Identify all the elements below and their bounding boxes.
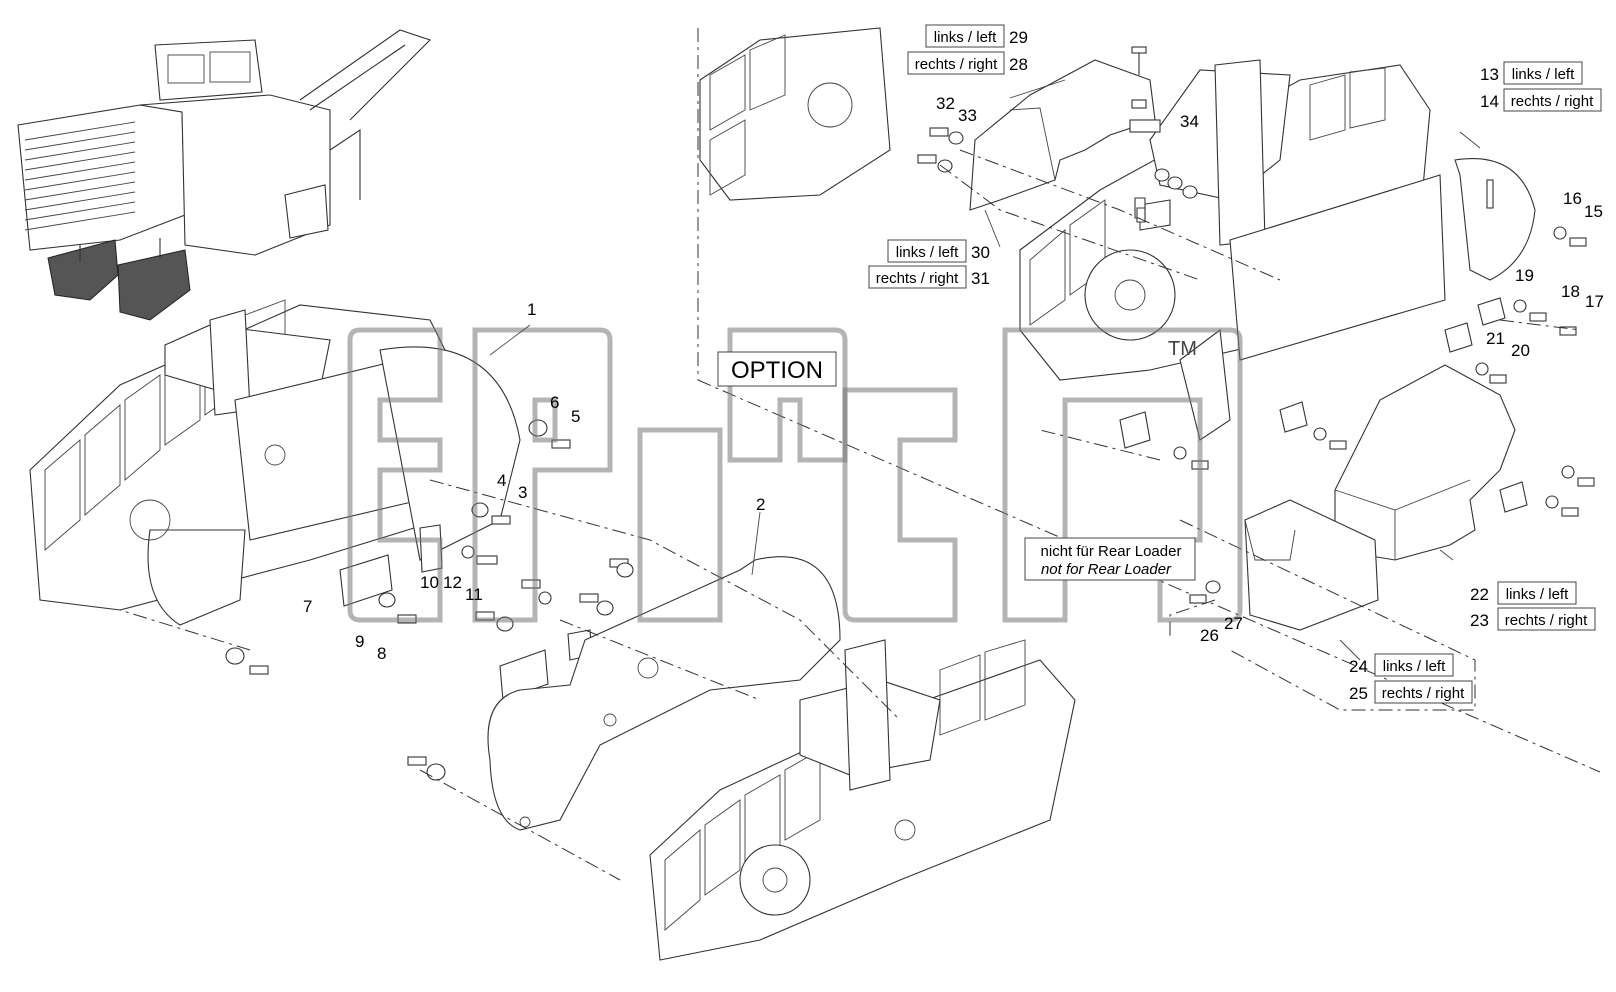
side-label-30: links / left 30: [887, 239, 990, 263]
callout-10: 10: [420, 573, 439, 592]
trademark-symbol: TM: [1168, 338, 1197, 360]
note-box: nicht für Rear Loader not for Rear Loade…: [1024, 537, 1196, 581]
callout-5: 5: [571, 407, 580, 426]
callout-18: 18: [1561, 282, 1580, 301]
note-line1: nicht für Rear Loader: [1041, 543, 1182, 560]
callout-16: 16: [1563, 189, 1582, 208]
svg-text:links / left: links / left: [1383, 658, 1446, 675]
side-label-14: 14 rechts / right: [1480, 88, 1602, 112]
callout-19: 19: [1515, 266, 1534, 285]
svg-text:22: 22: [1470, 585, 1489, 604]
bottom-track-assembly: [649, 639, 1076, 961]
svg-text:rechts / right: rechts / right: [1382, 685, 1465, 702]
callout-2: 2: [756, 495, 765, 514]
side-label-31: rechts / right 31: [868, 265, 990, 289]
side-label-24: 24 links / left: [1349, 653, 1454, 677]
svg-text:31: 31: [971, 269, 990, 288]
callout-17: 17: [1585, 292, 1604, 311]
leader-lines: [489, 79, 1481, 661]
small-cover-plates: [1119, 297, 1528, 513]
svg-text:30: 30: [971, 243, 990, 262]
note-line2: not for Rear Loader: [1041, 561, 1172, 578]
watermark-logo: TM: [347, 327, 1243, 623]
callout-1: 1: [527, 300, 536, 319]
callout-7: 7: [303, 597, 312, 616]
top-track-fragment: [699, 27, 891, 201]
svg-text:links / left: links / left: [934, 29, 997, 46]
callout-34: 34: [1180, 112, 1199, 131]
side-label-23: 23 rechts / right: [1470, 607, 1596, 631]
callout-20: 20: [1511, 341, 1530, 360]
svg-text:25: 25: [1349, 684, 1368, 703]
track-guard-plate: [487, 556, 841, 831]
part-callouts: 1 2 3 4 5 6 7 8 9 10 11 12 15 16 17 18 1…: [303, 94, 1604, 663]
right-track-assembly: [1019, 59, 1446, 441]
callout-26: 26: [1200, 626, 1219, 645]
callout-9: 9: [355, 632, 364, 651]
svg-text:24: 24: [1349, 657, 1368, 676]
side-plate-right: [1454, 158, 1536, 281]
svg-text:links / left: links / left: [1512, 66, 1575, 83]
top-bolt: [1131, 46, 1147, 75]
top-cover-bracket: [969, 59, 1198, 231]
svg-text:links / left: links / left: [896, 244, 959, 261]
side-label-22: 22 links / left: [1470, 581, 1577, 605]
svg-text:rechts / right: rechts / right: [915, 56, 998, 73]
callout-3: 3: [518, 483, 527, 502]
callout-8: 8: [377, 644, 386, 663]
svg-text:29: 29: [1009, 28, 1028, 47]
svg-text:28: 28: [1009, 55, 1028, 74]
callout-12: 12: [443, 573, 462, 592]
option-label: OPTION: [731, 357, 823, 384]
callout-6: 6: [550, 393, 559, 412]
cover-hood: [1334, 364, 1516, 561]
machine-overview-drawing: [17, 29, 432, 321]
svg-text:14: 14: [1480, 92, 1499, 111]
callout-32: 32: [936, 94, 955, 113]
svg-text:rechts / right: rechts / right: [1505, 612, 1588, 629]
svg-text:23: 23: [1470, 611, 1489, 630]
side-label-28: rechts / right 28: [907, 51, 1028, 75]
option-label-box: OPTION: [717, 351, 837, 387]
callout-27: 27: [1224, 614, 1243, 633]
side-label-25: 25 rechts / right: [1349, 680, 1473, 704]
assembly-lines: [119, 149, 1581, 881]
callout-4: 4: [497, 471, 506, 490]
svg-text:rechts / right: rechts / right: [876, 270, 959, 287]
left-track-assembly: [29, 299, 521, 626]
svg-text:rechts / right: rechts / right: [1511, 93, 1594, 110]
side-label-13: 13 links / left: [1480, 61, 1583, 85]
svg-text:links / left: links / left: [1506, 586, 1569, 603]
callout-33: 33: [958, 106, 977, 125]
callout-11: 11: [465, 585, 483, 604]
svg-text:13: 13: [1480, 65, 1499, 84]
callout-21: 21: [1486, 329, 1505, 348]
callout-15: 15: [1584, 202, 1603, 221]
side-label-29: links / left 29: [925, 24, 1028, 48]
lower-cover: [1244, 499, 1379, 631]
